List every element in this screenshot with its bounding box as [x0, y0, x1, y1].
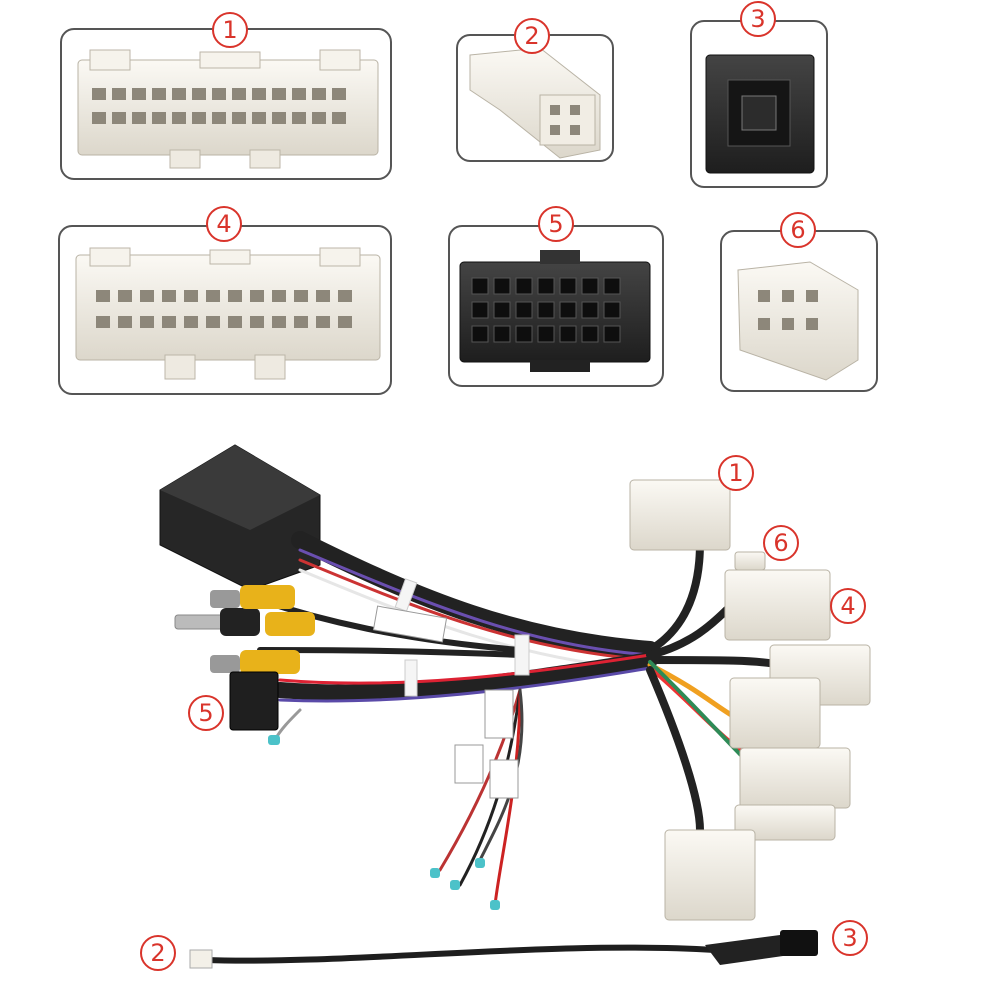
panel-5-number: 5 — [538, 206, 574, 242]
connector-5-image — [459, 250, 651, 372]
panel-3-number: 3 — [740, 1, 776, 37]
harness-label-4: 4 — [830, 588, 866, 624]
panel-2-number: 2 — [514, 18, 550, 54]
harness-label-2: 2 — [140, 935, 176, 971]
connector-1-image — [77, 49, 379, 169]
connector-4-image — [75, 247, 381, 380]
harness-label-5: 5 — [188, 695, 224, 731]
panel-6-number: 6 — [780, 212, 816, 248]
harness-label-3: 3 — [832, 920, 868, 956]
harness-label-1: 1 — [718, 455, 754, 491]
panel-1-number: 1 — [212, 12, 248, 48]
connector-2-image — [469, 47, 601, 159]
panel-4-number: 4 — [206, 206, 242, 242]
connector-3-image — [705, 54, 815, 174]
wiring-harness-image — [159, 444, 871, 969]
connector-6-image — [737, 261, 859, 381]
harness-label-6: 6 — [763, 525, 799, 561]
